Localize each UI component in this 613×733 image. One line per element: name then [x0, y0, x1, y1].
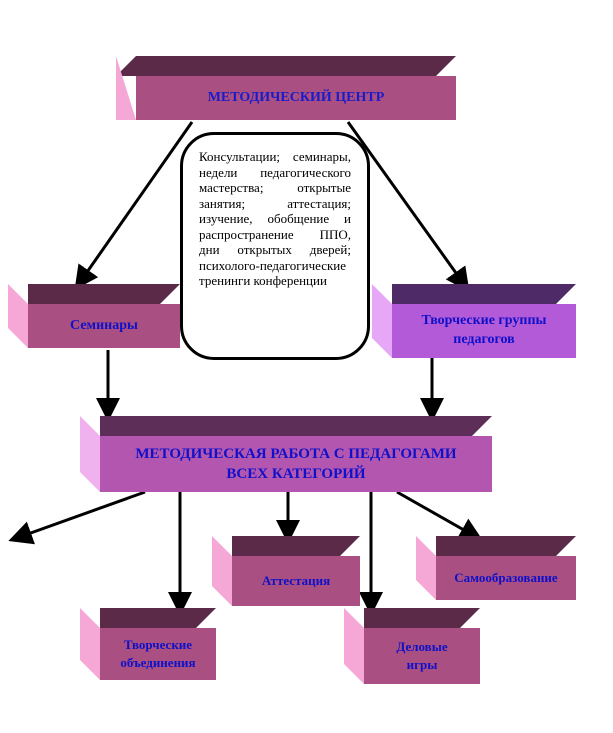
arrow-methodical-work-to-left: [8, 490, 146, 545]
node-creative-unions-label: Творческие объединения: [100, 628, 216, 680]
node-self-education: Самообразование: [416, 536, 576, 600]
arrow-center-to-creative-groups: [346, 121, 470, 292]
node-creative-unions: Творческие объединения: [80, 608, 216, 680]
activities-note: Консультации; семинары, недели педагогич…: [180, 132, 370, 360]
node-attestation: Аттестация: [212, 536, 360, 606]
arrow-center-to-seminars: [74, 121, 194, 290]
node-seminars-label: Семинары: [28, 304, 180, 348]
node-business-games-label: Деловые игры: [364, 628, 480, 684]
node-methodical-work-label: МЕТОДИЧЕСКАЯ РАБОТА С ПЕДАГОГАМИ ВСЕХ КА…: [100, 436, 492, 492]
arrow-methodical-work-to-self-education: [396, 490, 484, 541]
node-business-games: Деловые игры: [344, 608, 480, 684]
node-methodical-center: МЕТОДИЧЕСКИЙ ЦЕНТР: [116, 56, 456, 120]
node-attestation-label: Аттестация: [232, 556, 360, 606]
node-seminars: Семинары: [8, 284, 180, 348]
node-creative-groups-label: Творческие группы педагогов: [392, 304, 576, 358]
node-self-education-label: Самообразование: [436, 556, 576, 600]
activities-note-text: Консультации; семинары, недели педагогич…: [199, 149, 351, 288]
node-creative-groups: Творческие группы педагогов: [372, 284, 576, 358]
node-methodical-center-label: МЕТОДИЧЕСКИЙ ЦЕНТР: [136, 76, 456, 120]
node-methodical-work: МЕТОДИЧЕСКАЯ РАБОТА С ПЕДАГОГАМИ ВСЕХ КА…: [80, 416, 492, 492]
